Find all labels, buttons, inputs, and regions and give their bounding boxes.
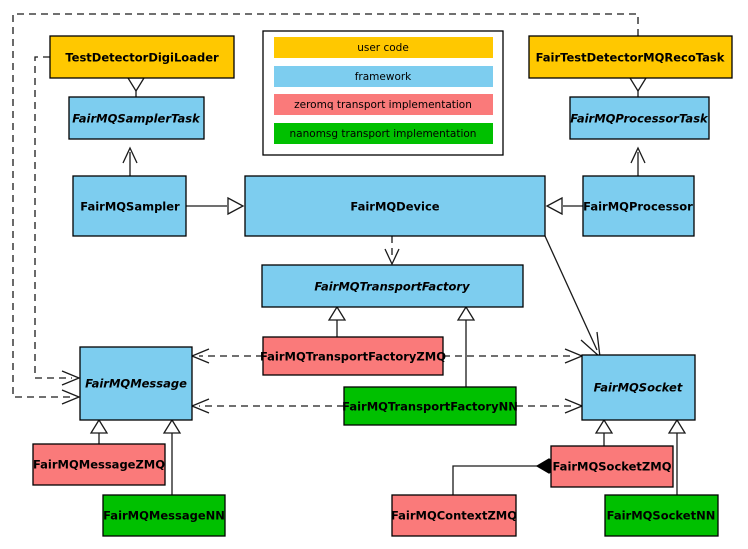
node-label-fairmqmessagezmq: FairMQMessageZMQ — [33, 458, 165, 472]
node-label-fairmqtransportfactorynn: FairMQTransportFactoryNN — [342, 400, 518, 414]
node-fairmqcontextzmq[interactable]: FairMQContextZMQ — [391, 494, 517, 537]
edge-recotask-to-message — [12, 13, 639, 398]
legend-label-zeromq: zeromq transport implementation — [294, 99, 472, 111]
legend-item-user-code: user code — [274, 37, 493, 58]
legend-item-zeromq: zeromq transport implementation — [274, 94, 493, 115]
node-rect-fairmqtransportfactoryzmq[interactable] — [262, 336, 444, 376]
arrowhead-tfnn-to-transportfactory — [456, 305, 476, 321]
legend-item-framework: framework — [274, 66, 493, 87]
node-fairmqsampler[interactable]: FairMQSampler — [72, 175, 187, 237]
legend-label-nanomsg: nanomsg transport implementation — [290, 128, 477, 140]
node-label-fairmqcontextzmq: FairMQContextZMQ — [391, 509, 517, 523]
arrowhead-digiloader-to-message — [61, 370, 81, 386]
node-rect-fairmqsocketzmq[interactable] — [550, 445, 674, 488]
arrowhead-messagenn-to-message — [162, 418, 182, 434]
node-rect-fairmqcontextzmq[interactable] — [391, 494, 517, 537]
arrowhead-digiloader-to-samplertask — [126, 77, 146, 93]
node-rect-fairmqdevice[interactable] — [244, 175, 546, 237]
node-fairmqsocketnn[interactable]: FairMQSocketNN — [604, 494, 719, 537]
node-fairmqmessagenn[interactable]: FairMQMessageNN — [102, 494, 226, 537]
node-fairmqmessage[interactable]: FairMQMessage — [79, 346, 193, 421]
node-label-fairmqsocketzmq: FairMQSocketZMQ — [553, 460, 672, 474]
legend-swatch-user-code — [274, 37, 493, 58]
node-label-fairmqtransportfactoryzmq: FairMQTransportFactoryZMQ — [260, 350, 446, 364]
node-fairmqmessagezmq[interactable]: FairMQMessageZMQ — [32, 443, 166, 486]
node-label-fairmqsocketnn: FairMQSocketNN — [607, 509, 716, 523]
node-fairmqsocketzmq[interactable]: FairMQSocketZMQ — [550, 445, 674, 488]
node-rect-fairmqmessage[interactable] — [79, 346, 193, 421]
node-label-fairmqsampler: FairMQSampler — [80, 200, 180, 214]
node-fairmqtransportfactoryzmq[interactable]: FairMQTransportFactoryZMQ — [260, 336, 446, 376]
node-rect-fairmqsamplertask[interactable] — [68, 96, 205, 140]
legend-swatch-framework — [274, 66, 493, 87]
arrowhead-recotask-to-message — [61, 389, 81, 405]
node-label-fairmqmessage: FairMQMessage — [85, 377, 187, 391]
node-label-fairmqprocessor: FairMQProcessor — [583, 200, 693, 214]
node-fairmqdevice[interactable]: FairMQDevice — [244, 175, 546, 237]
node-layer: TestDetectorDigiLoader FairMQSamplerTask… — [32, 35, 733, 537]
node-fairmqprocessor[interactable]: FairMQProcessor — [582, 175, 695, 237]
legend-swatch-nanomsg — [274, 123, 493, 144]
edge-digiloader-to-message — [34, 56, 72, 379]
node-fairtestdetectormqrecotask[interactable]: FairTestDetectorMQRecoTask — [528, 35, 733, 79]
legend: user code framework zeromq transport imp… — [262, 30, 504, 156]
node-fairmqsocket[interactable]: FairMQSocket — [581, 354, 696, 421]
legend-label-user-code: user code — [357, 42, 409, 54]
node-label-fairmqsamplertask: FairMQSamplerTask — [72, 112, 201, 126]
node-rect-fairmqsocketnn[interactable] — [604, 494, 719, 537]
arrowhead-sampler-to-device — [227, 196, 245, 216]
node-testdetectordigiloader[interactable]: TestDetectorDigiLoader — [49, 35, 235, 79]
arrowhead-socketzmq-to-socket — [594, 418, 614, 434]
node-fairmqprocessortask[interactable]: FairMQProcessorTask — [569, 96, 710, 140]
node-fairmqtransportfactorynn[interactable]: FairMQTransportFactoryNN — [342, 386, 518, 426]
arrowhead-sampler-to-samplertask — [122, 146, 138, 164]
arrowhead-socketnn-to-socket — [667, 418, 687, 434]
node-rect-fairmqsocket[interactable] — [581, 354, 696, 421]
edge-contextzmq-to-socketzmq — [452, 465, 537, 495]
legend-label-framework: framework — [355, 71, 412, 83]
node-rect-fairtestdetectormqrecotask[interactable] — [528, 35, 733, 79]
node-fairmqsamplertask[interactable]: FairMQSamplerTask — [68, 96, 205, 140]
arrowhead-processor-to-device — [545, 196, 563, 216]
node-label-fairmqtransportfactory: FairMQTransportFactory — [314, 280, 470, 294]
node-label-fairmqdevice: FairMQDevice — [350, 200, 439, 214]
legend-swatch-zeromq — [274, 94, 493, 115]
node-rect-testdetectordigiloader[interactable] — [49, 35, 235, 79]
node-label-fairmqsocket: FairMQSocket — [594, 381, 683, 395]
node-label-fairtestdetectormqrecotask: FairTestDetectorMQRecoTask — [536, 51, 725, 65]
node-rect-fairmqprocessortask[interactable] — [569, 96, 710, 140]
legend-item-nanomsg: nanomsg transport implementation — [274, 123, 493, 144]
node-label-fairmqmessagenn: FairMQMessageNN — [103, 509, 225, 523]
edge-layer — [12, 13, 687, 495]
node-rect-fairmqprocessor[interactable] — [582, 175, 695, 237]
node-label-testdetectordigiloader: TestDetectorDigiLoader — [65, 51, 219, 65]
node-rect-fairmqtransportfactory[interactable] — [261, 264, 524, 308]
node-rect-fairmqtransportfactorynn[interactable] — [343, 386, 517, 426]
arrowhead-recotask-to-processortask — [628, 77, 648, 93]
edge-device-to-socket — [544, 235, 598, 351]
node-fairmqtransportfactory[interactable]: FairMQTransportFactory — [261, 264, 524, 308]
arrowhead-messagezmq-to-message — [89, 418, 109, 434]
node-rect-fairmqsampler[interactable] — [72, 175, 187, 237]
node-label-fairmqprocessortask: FairMQProcessorTask — [570, 112, 709, 126]
arrowhead-processor-to-processortask — [630, 146, 646, 164]
node-rect-fairmqmessagezmq[interactable] — [32, 443, 166, 486]
arrowhead-device-to-transportfactory — [384, 248, 400, 266]
arrowhead-tfzmq-to-transportfactory — [327, 305, 347, 321]
node-rect-fairmqmessagenn[interactable] — [102, 494, 226, 537]
